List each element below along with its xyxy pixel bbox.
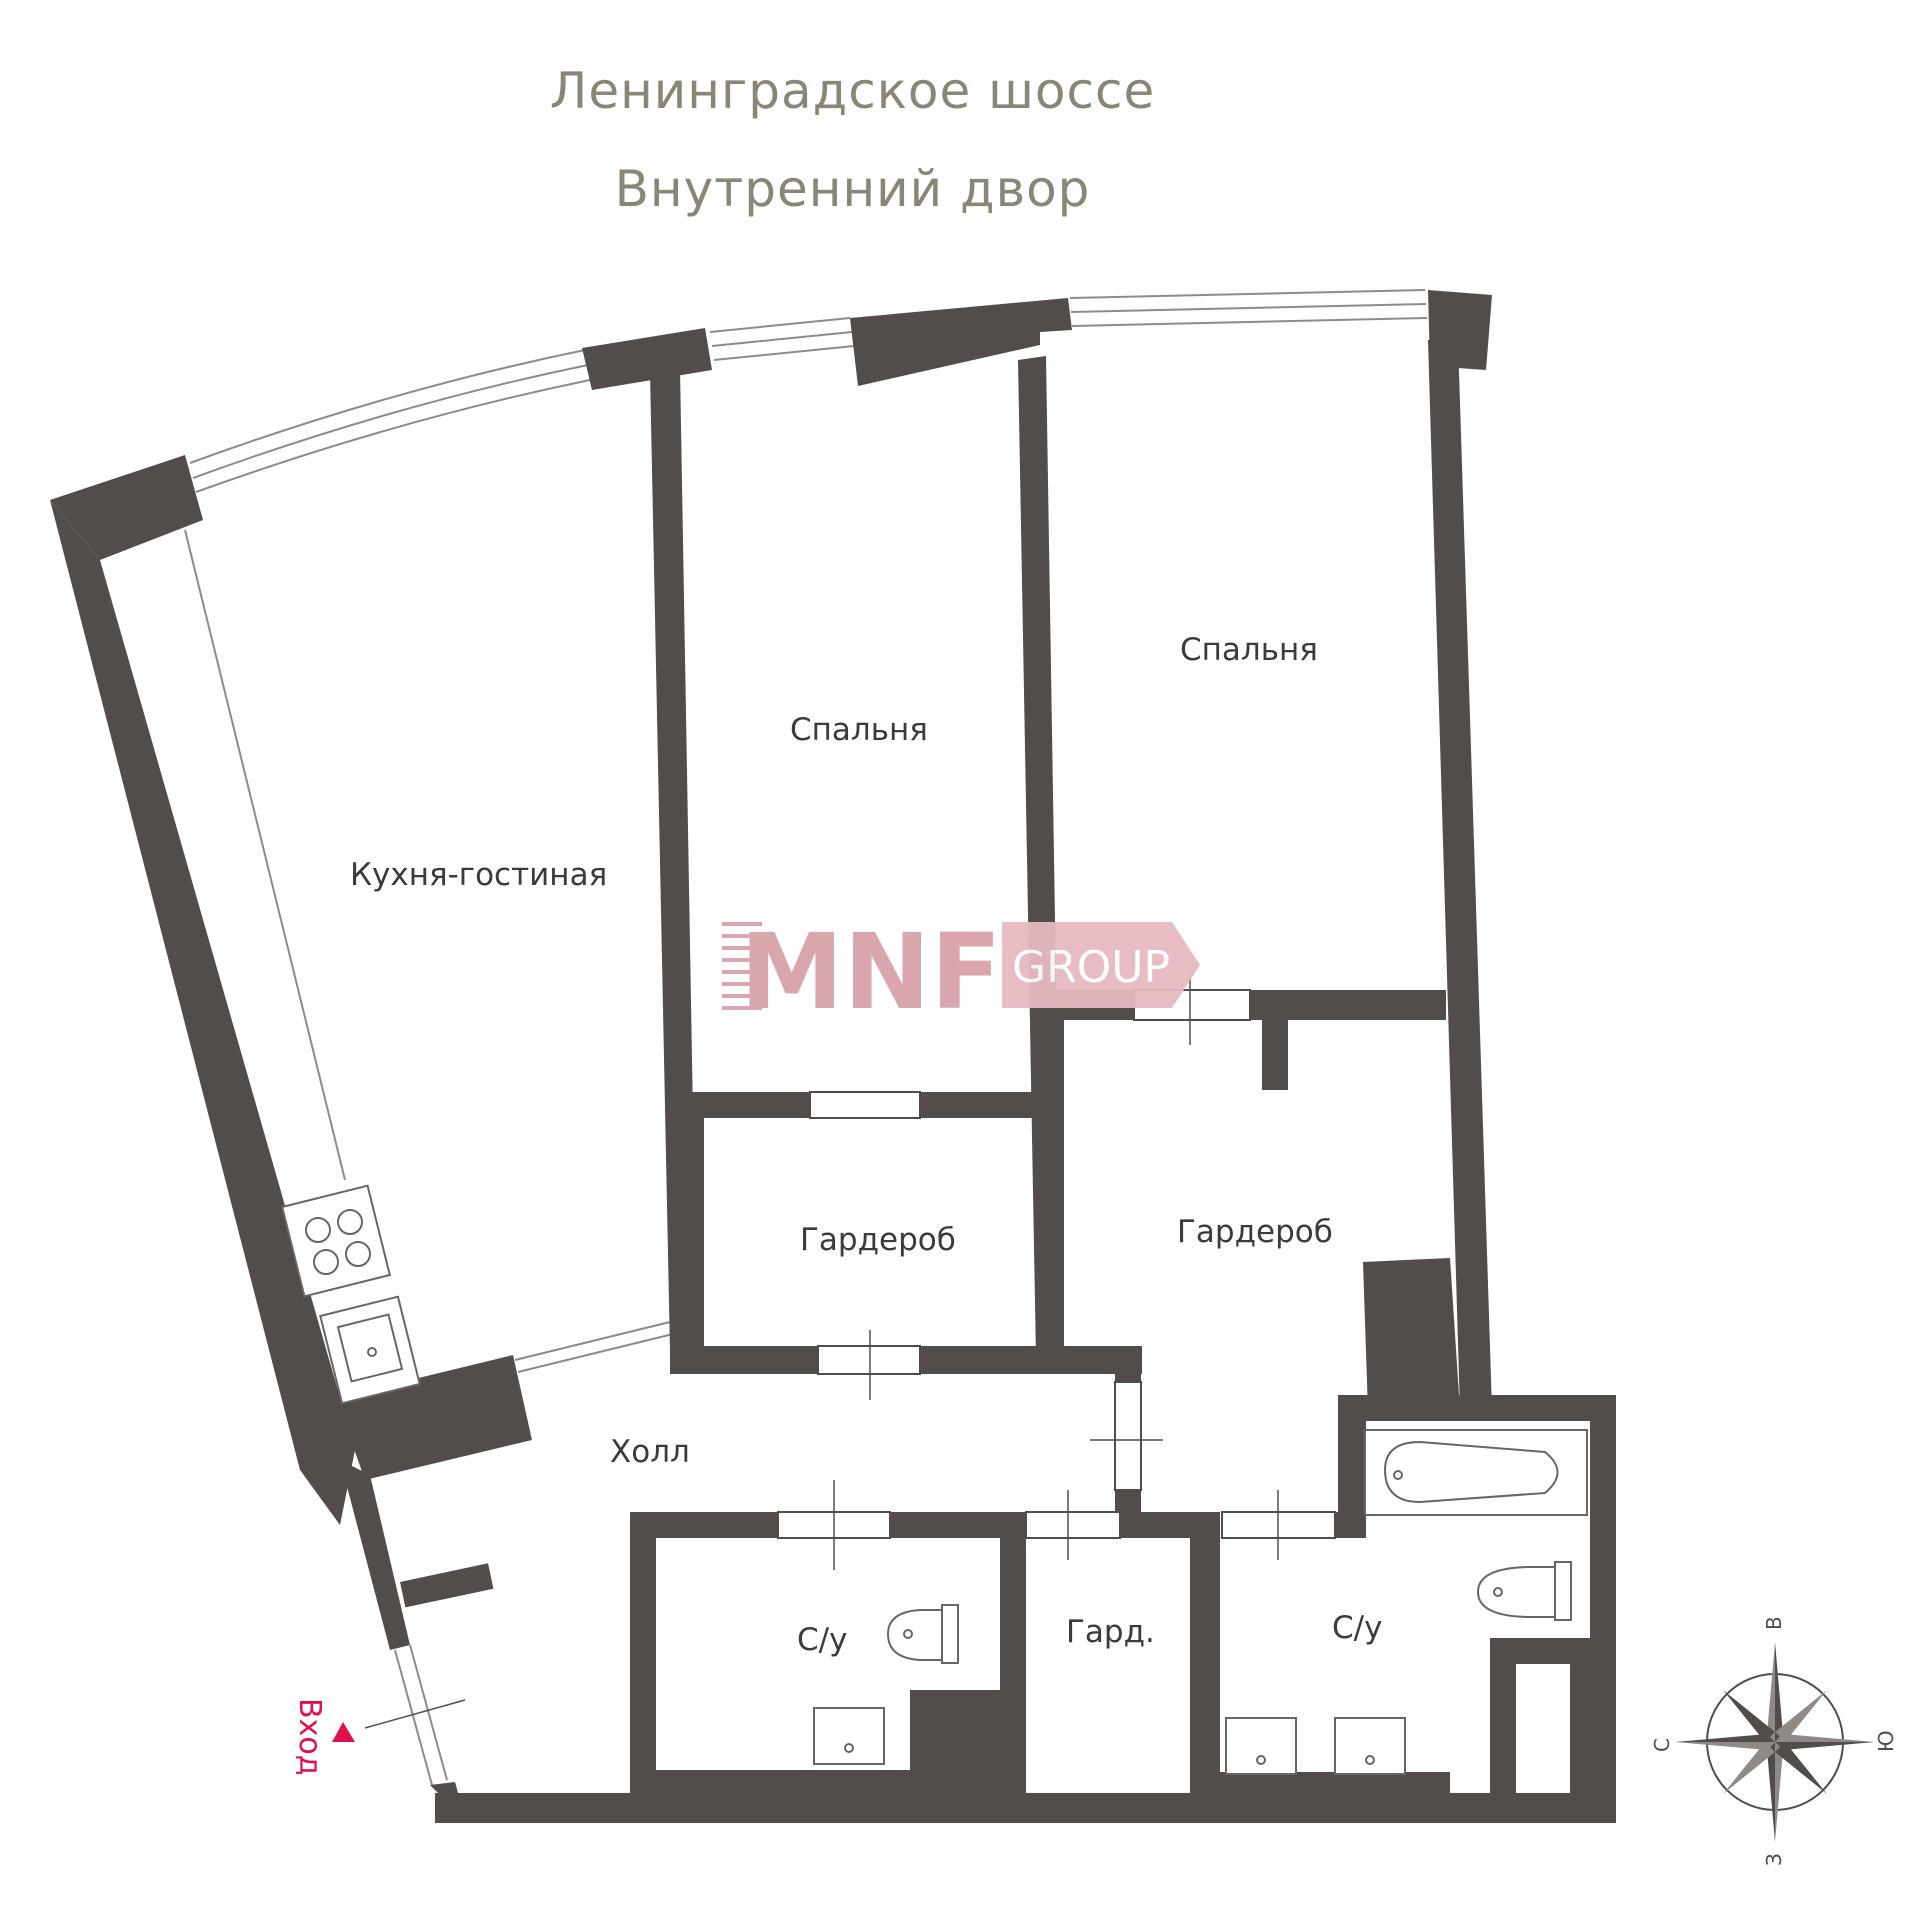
fixtures	[280, 1184, 1588, 1775]
door-gard	[1025, 1511, 1121, 1539]
door-bedroom1	[809, 1091, 921, 1119]
logo-word: GROUP	[1012, 942, 1170, 993]
wall-shaft	[1363, 1258, 1460, 1412]
street-label: Ленинградское шоссе	[549, 62, 1156, 120]
label-bathroom-2: С/у	[1332, 1610, 1382, 1646]
burner-1	[305, 1217, 331, 1243]
compass-rose: С В Ю З	[1650, 1616, 1898, 1866]
entrance-arrow-icon	[332, 1722, 355, 1742]
yard-label: Внутренний двор	[614, 160, 1091, 218]
burner-2	[337, 1209, 363, 1235]
wall-wardrobe1-bottom-right	[920, 1346, 1142, 1374]
sink-1-drain	[1256, 1755, 1266, 1765]
door-entry-swing	[364, 1699, 466, 1729]
label-wardrobe-2: Гардероб	[1177, 1214, 1333, 1250]
shower-drain-1	[844, 1743, 854, 1753]
burner-4	[345, 1241, 371, 1267]
wall-pier-n2	[850, 298, 1072, 386]
burner-3	[313, 1249, 339, 1275]
label-bedroom-2: Спальня	[1180, 632, 1318, 668]
toilet1-tank	[941, 1604, 959, 1664]
label-wardrobe-1: Гардероб	[800, 1222, 956, 1258]
wall-pier-n1	[582, 328, 712, 390]
wall-bath2-right	[1590, 1400, 1616, 1820]
door-hall-wardrobe2	[1114, 1381, 1142, 1491]
doors	[364, 970, 1336, 1729]
wall-wardrobe1-left	[670, 1110, 704, 1360]
toilet2-flush	[1493, 1587, 1503, 1597]
compass-south: Ю	[1874, 1730, 1898, 1752]
label-bedroom-1: Спальня	[790, 712, 928, 748]
wall-bedroom1-bottom-right	[920, 1092, 1048, 1118]
cooktop	[280, 1184, 392, 1298]
facade-windows	[184, 289, 1428, 1786]
wall-hall-stub	[400, 1563, 494, 1608]
label-kitchen-living: Кухня-гостиная	[350, 857, 607, 893]
wall-gard-right	[1190, 1525, 1220, 1797]
toilet1-flush	[903, 1629, 913, 1639]
walls	[50, 290, 1616, 1823]
logo-banner	[1002, 922, 1200, 1008]
wall-bath2-east-block	[1490, 1638, 1516, 1798]
wall-west-lower	[340, 1460, 410, 1650]
toilet1-bowl	[886, 1609, 943, 1661]
wall-pier-nw	[50, 455, 203, 560]
toilet2-tank	[1554, 1561, 1572, 1621]
compass-east: В	[1762, 1616, 1786, 1630]
toilet2-bowl	[1476, 1566, 1556, 1618]
entrance-marker: Вход	[292, 1698, 355, 1775]
wall-hall-pier	[1115, 1346, 1141, 1382]
sink-1	[1225, 1717, 1297, 1775]
wall-bath1-strip	[1000, 1540, 1026, 1690]
bathtub-drain	[1393, 1470, 1403, 1480]
wall-bath2-bottom	[1190, 1772, 1450, 1798]
wall-east	[1428, 340, 1492, 1410]
shower-tray-1	[813, 1707, 885, 1765]
compass-needle-icon	[1775, 1642, 1783, 1742]
wall-bath1-left	[630, 1512, 656, 1797]
compass-west: З	[1762, 1853, 1786, 1866]
sink-2-drain	[1365, 1755, 1375, 1765]
label-bathroom-1: С/у	[797, 1622, 847, 1658]
wall-wardrobe1-bottom	[670, 1346, 818, 1374]
wall-bath2-top-strip	[1338, 1400, 1614, 1420]
label-hall: Холл	[610, 1434, 690, 1470]
wall-wardrobe2-stub	[1262, 1010, 1288, 1090]
wall-bath2-left-block	[1338, 1400, 1366, 1538]
wall-bath1-bottom	[630, 1770, 1026, 1800]
logo: MNF GROUP	[722, 911, 1200, 1033]
sink-2	[1334, 1717, 1406, 1775]
logo-mark: MNF	[740, 911, 1002, 1033]
bathtub-inner	[1383, 1440, 1559, 1504]
logo-mark-stripes	[722, 922, 762, 1010]
kitchen-sink-drain	[367, 1347, 377, 1357]
wall-wardrobe2-left	[1036, 1018, 1064, 1372]
compass-north: С	[1650, 1738, 1674, 1752]
label-wardrobe-small: Гард.	[1066, 1614, 1155, 1650]
wall-west	[50, 500, 355, 1525]
entrance-label: Вход	[292, 1698, 327, 1775]
door-wardrobe1	[817, 1345, 921, 1375]
